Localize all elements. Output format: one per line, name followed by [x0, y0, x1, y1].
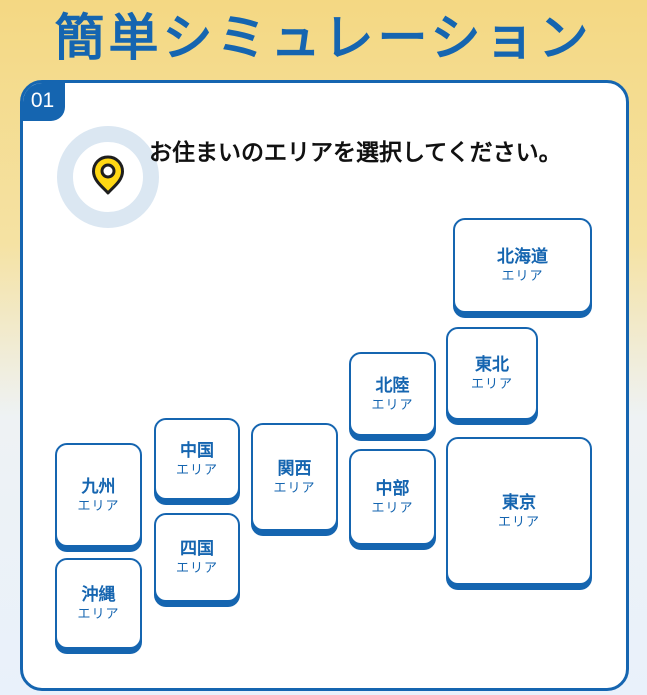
area-sub-label: エリア — [77, 607, 120, 622]
icon-ring — [57, 126, 159, 228]
area-tile-chugoku[interactable]: 中国 エリア — [154, 418, 240, 500]
area-tile-okinawa[interactable]: 沖縄 エリア — [55, 558, 142, 649]
area-sub-label: エリア — [175, 561, 218, 576]
area-sub-label: エリア — [77, 498, 120, 514]
area-tile-hokkaido[interactable]: 北海道 エリア — [453, 218, 592, 313]
area-tile-tohoku[interactable]: 東北 エリア — [446, 327, 538, 420]
area-name: 四国 — [180, 539, 214, 559]
area-sub-label: エリア — [371, 500, 414, 516]
map-pin-icon — [91, 155, 125, 199]
area-name: 中部 — [375, 478, 410, 499]
area-name: 北海道 — [497, 247, 548, 267]
area-tile-tokyo[interactable]: 東京 エリア — [446, 437, 592, 585]
area-tile-shikoku[interactable]: 四国 エリア — [154, 513, 240, 602]
area-name: 中国 — [180, 440, 214, 461]
area-sub-label: エリア — [501, 269, 544, 284]
area-tile-kansai[interactable]: 関西 エリア — [251, 423, 338, 531]
area-name: 沖縄 — [81, 585, 116, 605]
area-selection-card: 01 お住まいのエリアを選択してください。 北海道 エリア 東北 エリア 北陸 … — [20, 80, 629, 691]
area-name: 東京 — [502, 492, 536, 513]
step-number-badge: 01 — [23, 83, 65, 121]
area-name: 関西 — [277, 458, 312, 479]
page-title: 簡単シミュレーション — [54, 9, 593, 67]
area-sub-label: エリア — [175, 462, 218, 478]
area-tile-kyushu[interactable]: 九州 エリア — [55, 443, 142, 547]
area-name: 北陸 — [375, 375, 410, 396]
area-sub-label: エリア — [273, 480, 316, 496]
area-sub-label: エリア — [470, 377, 513, 392]
area-sub-label: エリア — [371, 397, 414, 413]
area-tile-hokuriku[interactable]: 北陸 エリア — [349, 352, 436, 436]
step-question: お住まいのエリアを選択してください。 — [149, 140, 562, 166]
area-tile-chubu[interactable]: 中部 エリア — [349, 449, 436, 545]
area-sub-label: エリア — [497, 514, 540, 530]
area-name: 東北 — [475, 355, 509, 375]
area-name: 九州 — [81, 476, 116, 497]
